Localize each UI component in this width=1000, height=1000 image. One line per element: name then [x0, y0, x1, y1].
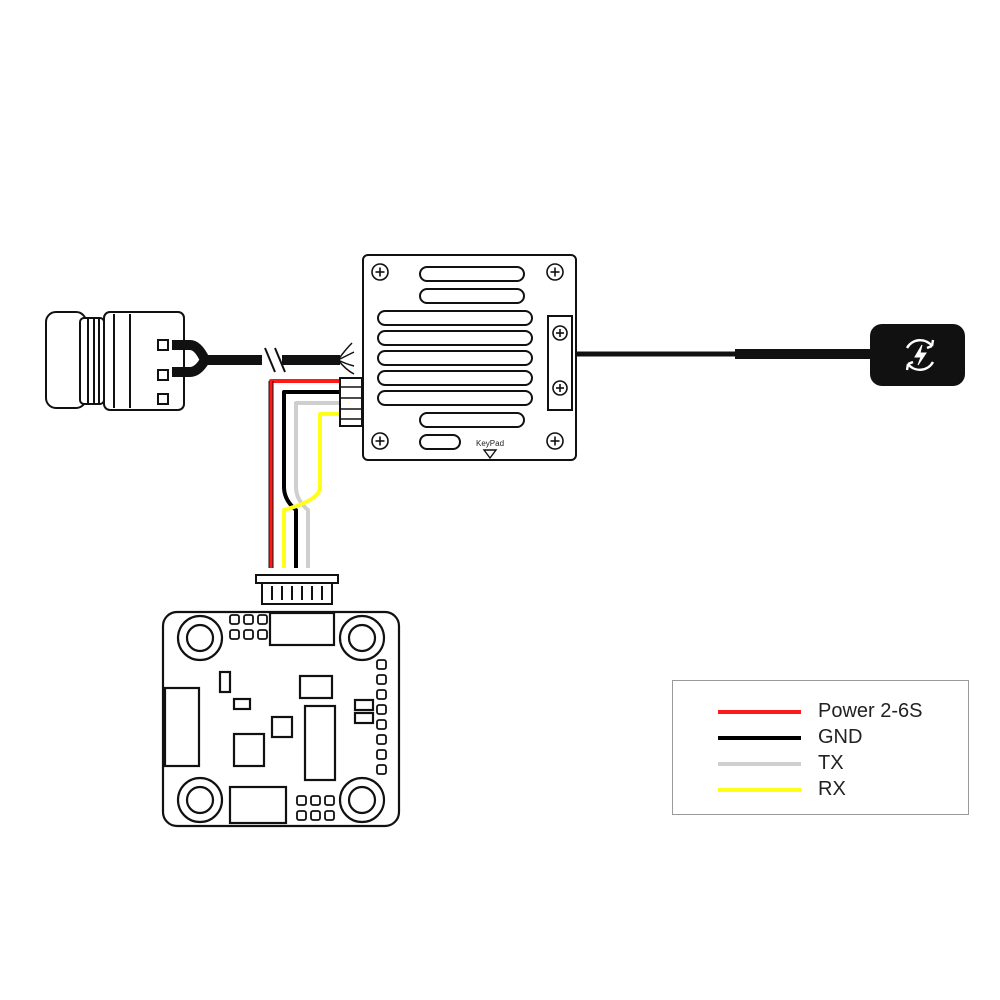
- fpv-camera: [45, 311, 185, 411]
- legend-item-tx: TX: [673, 751, 968, 777]
- flight-controller: [161, 610, 401, 828]
- legend-item-gnd: GND: [673, 725, 968, 751]
- wire-tx: [294, 401, 342, 568]
- fc-pads: [229, 614, 387, 821]
- wire-gnd: [282, 390, 342, 568]
- screw-icon: [552, 380, 568, 396]
- wire-color-legend: Power 2-6S GND TX RX: [672, 680, 969, 815]
- screw-icon: [546, 263, 564, 281]
- screw-icon: [552, 325, 568, 341]
- legend-label: TX: [818, 752, 844, 774]
- keypad-triangle-icon: [482, 449, 498, 460]
- wire-harness: [268, 379, 342, 568]
- vtx-screws: [371, 263, 568, 450]
- legend-item-rx: RX: [673, 777, 968, 803]
- keypad-label: KeyPad: [476, 439, 504, 448]
- legend-swatch-power: [718, 710, 801, 714]
- antenna: [576, 324, 965, 386]
- video-transmitter: [362, 254, 577, 461]
- screw-icon: [371, 432, 389, 450]
- legend-item-power: Power 2-6S: [673, 699, 968, 725]
- legend-label: Power 2-6S: [818, 700, 923, 722]
- legend-label: RX: [818, 778, 846, 800]
- legend-swatch-tx: [718, 762, 801, 766]
- vtx-wire-connector: [339, 377, 363, 427]
- wire-power: [269, 379, 342, 568]
- legend-swatch-rx: [718, 788, 801, 792]
- legend-label: GND: [818, 726, 863, 748]
- fc-wire-connector: [255, 574, 339, 605]
- screw-icon: [371, 263, 389, 281]
- camera-cable: [172, 340, 355, 377]
- legend-swatch-gnd: [718, 736, 801, 740]
- antenna-logo-icon: [905, 339, 935, 371]
- wire-rx: [282, 412, 342, 568]
- screw-icon: [546, 432, 564, 450]
